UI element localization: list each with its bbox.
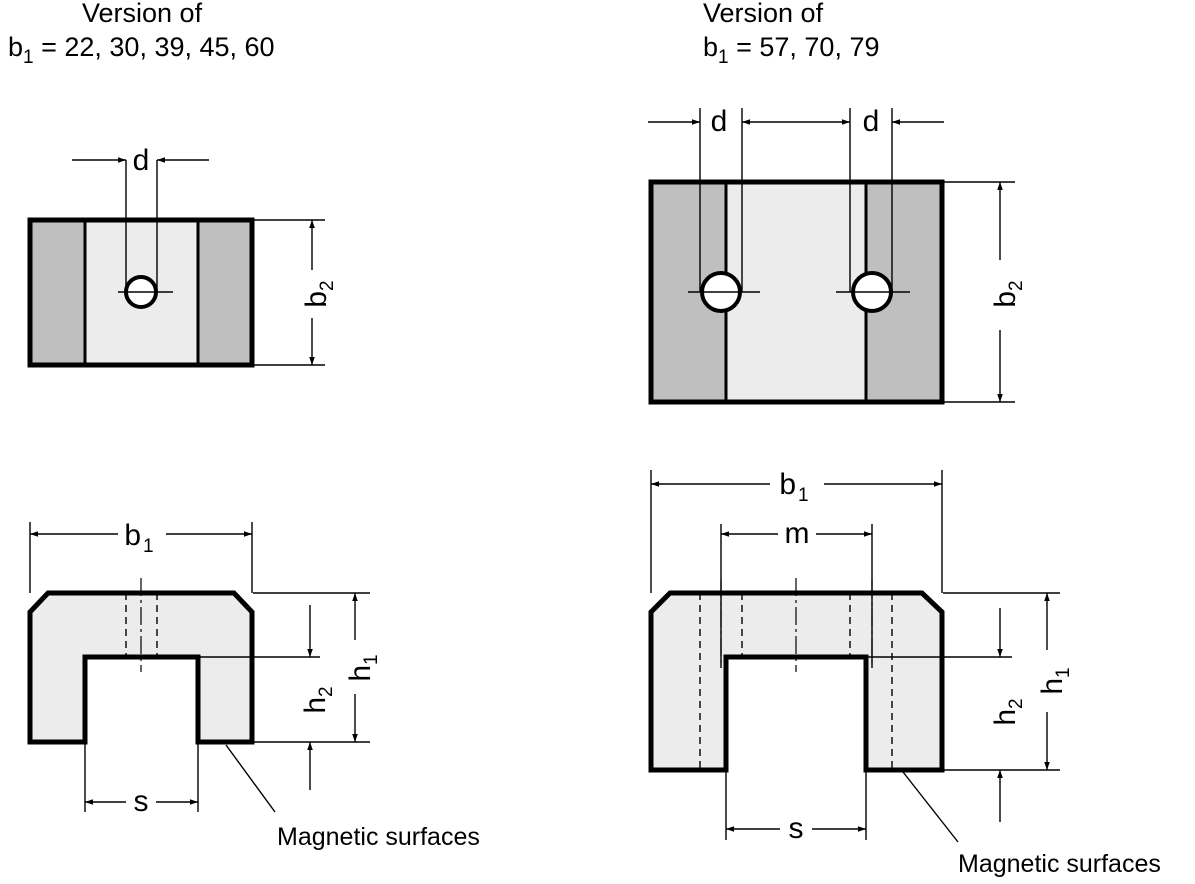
left-top-outline	[27, 217, 255, 368]
left-pole-face-right	[198, 220, 252, 365]
right-heading-line2: b1 = 57, 70, 79	[703, 32, 879, 68]
magnetic-surfaces-note-right: Magnetic surfaces	[958, 850, 1161, 878]
left-top-view: d b2	[27, 144, 338, 368]
dim-h2-label: h2	[299, 686, 337, 713]
dim-d-label-1: d	[711, 105, 728, 138]
dim-h2-label-right: h2	[989, 698, 1027, 725]
left-pole-face-left	[30, 220, 85, 365]
left-heading-line2: b1 = 22, 30, 39, 45, 60	[8, 32, 275, 68]
right-top-view: d d b2	[648, 105, 1027, 405]
dim-d-label: d	[133, 144, 150, 177]
right-version-heading: Version of b1 = 57, 70, 79	[703, 0, 879, 68]
dim-m-label: m	[785, 517, 810, 550]
dim-s-label-right: s	[789, 812, 804, 845]
magnetic-surfaces-note-left: Magnetic surfaces	[277, 823, 480, 851]
right-top-outline	[648, 179, 945, 405]
right-heading-line1: Version of	[703, 0, 824, 28]
dim-s-label: s	[134, 785, 149, 818]
dim-d-label-2: d	[863, 105, 880, 138]
dim-b2-label-right: b2	[989, 280, 1027, 307]
dim-h1-label-right: h1	[1036, 667, 1074, 694]
dim-h1-label: h1	[344, 654, 382, 681]
left-version-heading: Version of b1 = 22, 30, 39, 45, 60	[8, 0, 275, 68]
left-heading-line1: Version of	[82, 0, 203, 28]
dim-b2-label: b2	[300, 280, 338, 307]
